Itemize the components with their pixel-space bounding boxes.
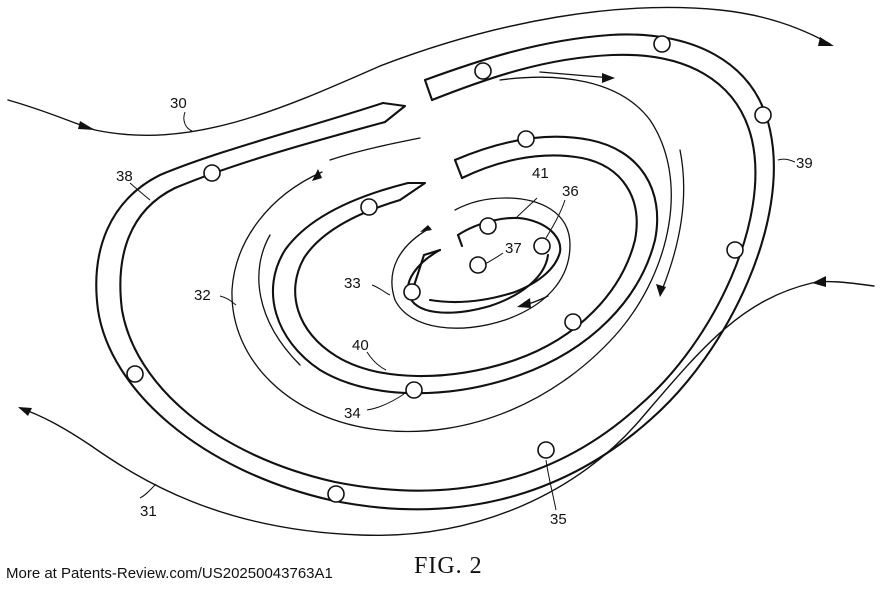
ball <box>474 62 492 80</box>
upper-flow-line-30 <box>7 6 834 136</box>
ball <box>327 485 345 503</box>
outer-channel-38-39 <box>95 33 775 511</box>
balls-group <box>126 35 772 503</box>
reference-numerals: 30 38 39 41 36 37 33 32 40 34 31 35 <box>116 95 813 528</box>
ball <box>126 365 144 383</box>
lower-flow-line-31 <box>18 276 875 537</box>
numeral-34: 34 <box>344 405 361 422</box>
numeral-32: 32 <box>194 287 211 304</box>
flow-direction-arrows <box>312 71 685 308</box>
numeral-36: 36 <box>562 183 579 200</box>
numeral-37: 37 <box>505 240 522 257</box>
ball <box>726 241 744 259</box>
leader-lines <box>129 111 796 511</box>
numeral-38: 38 <box>116 168 133 185</box>
numeral-40: 40 <box>352 337 369 354</box>
numeral-35: 35 <box>550 511 567 528</box>
ball <box>653 35 671 53</box>
ball <box>533 237 551 255</box>
ball <box>537 441 555 459</box>
ball <box>479 217 497 235</box>
source-credit: More at Patents-Review.com/US20250043763… <box>6 565 333 582</box>
ball <box>403 283 421 301</box>
inner-channel-33-41 <box>391 197 571 329</box>
channel-32 <box>231 76 672 433</box>
ball <box>517 130 535 148</box>
ball <box>203 164 221 182</box>
numeral-30: 30 <box>170 95 187 112</box>
numeral-31: 31 <box>140 503 157 520</box>
numeral-39: 39 <box>796 155 813 172</box>
numeral-41: 41 <box>532 165 549 182</box>
ball <box>360 198 378 216</box>
ball <box>564 313 582 331</box>
ball <box>405 381 423 399</box>
ball <box>469 256 487 274</box>
channel-40-34 <box>271 135 659 395</box>
ball <box>754 106 772 124</box>
figure-caption: FIG. 2 <box>414 553 483 579</box>
numeral-33: 33 <box>344 275 361 292</box>
